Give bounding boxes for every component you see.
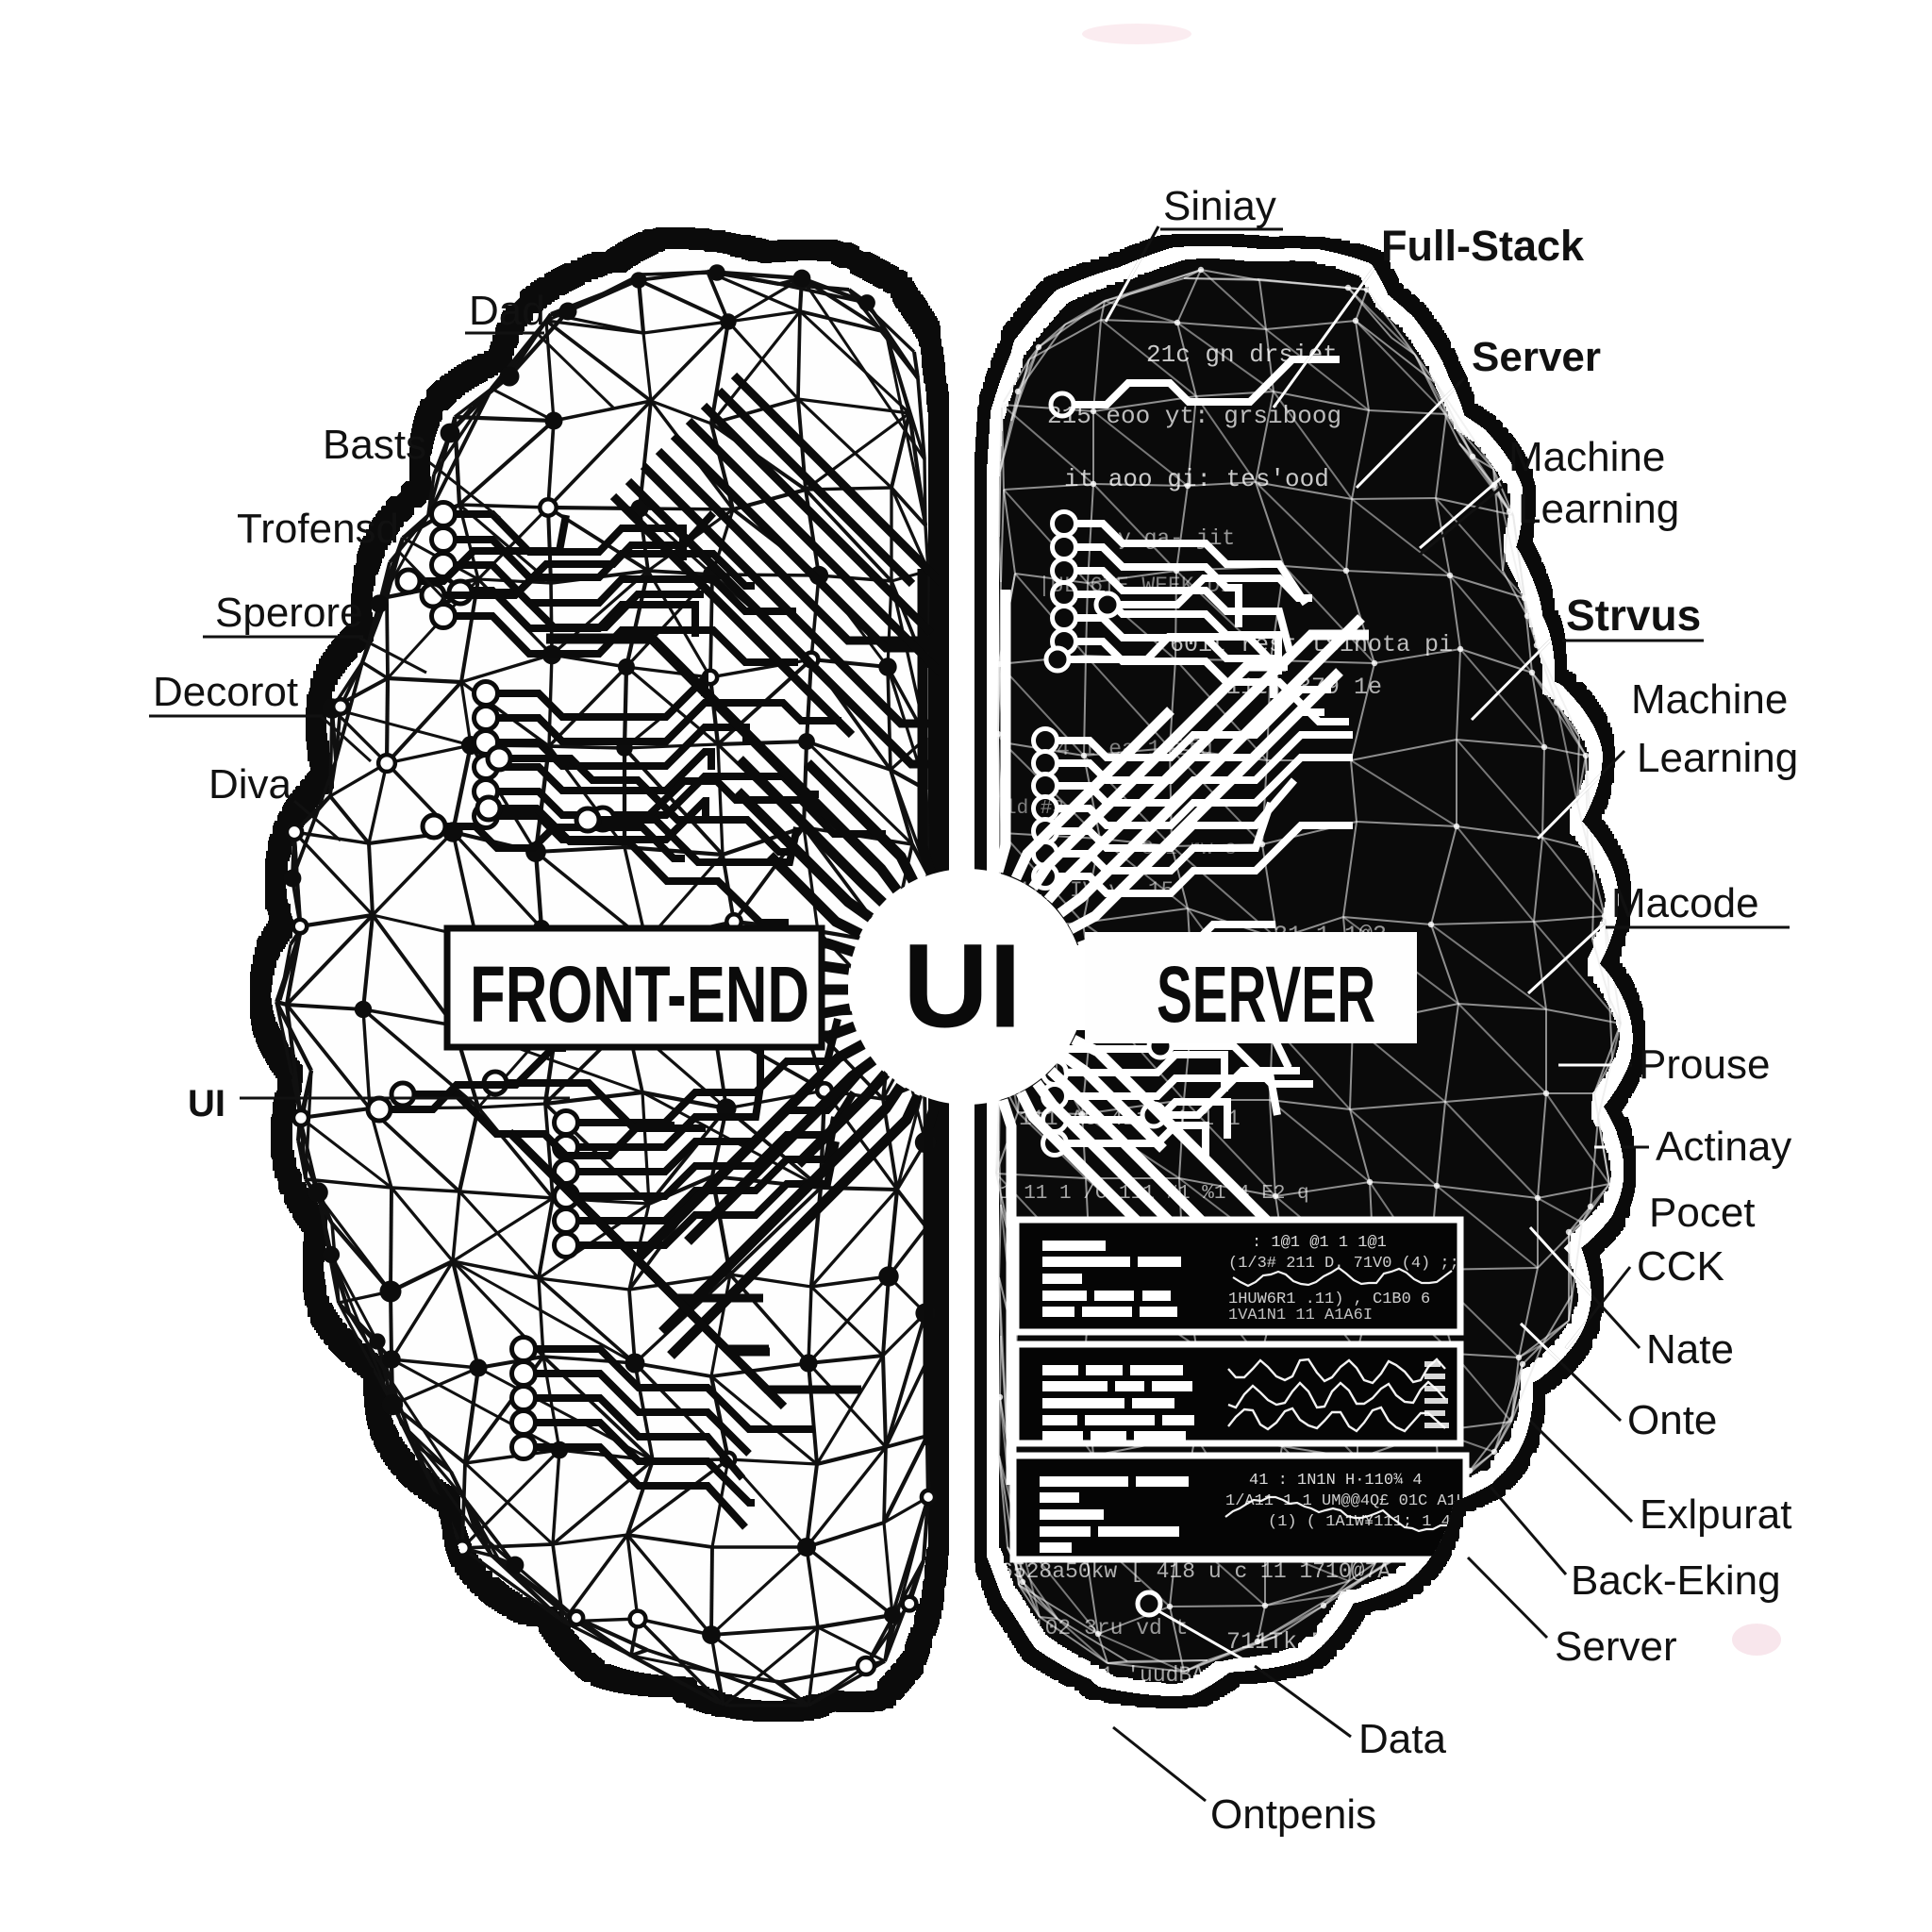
- svg-text:Nate: Nate: [1646, 1326, 1734, 1373]
- svg-text:Back-Eking: Back-Eking: [1571, 1557, 1781, 1604]
- svg-text:y ga- jit: y ga- jit: [1118, 526, 1235, 551]
- svg-text:CCK: CCK: [1637, 1243, 1724, 1290]
- svg-text:UI: UI: [903, 920, 1022, 1053]
- svg-text:11tj.379 1e: 11tj.379 1e: [1226, 674, 1382, 701]
- svg-text:215 eoo yt: grsiboog: 215 eoo yt: grsiboog: [1047, 402, 1341, 430]
- svg-text:21c gn drsiet: 21c gn drsiet: [1146, 341, 1338, 369]
- svg-text:Machine: Machine: [1631, 676, 1788, 723]
- svg-text:Strvus: Strvus: [1566, 591, 1701, 640]
- svg-text:60it rest tSinota pi: 60it rest tSinota pi: [1170, 631, 1453, 658]
- svg-text:Prouse: Prouse: [1639, 1041, 1770, 1088]
- svg-text:it aoo gi: tes'ood: it aoo gi: tes'ood: [1064, 465, 1329, 493]
- svg-text:1 11 1 /C 111 #1 %1 4 E2 q: 1 11 1 /C 111 #1 %1 4 E2 q: [1000, 1183, 1309, 1205]
- svg-text:Sperore: Sperore: [215, 590, 363, 636]
- svg-text:Exlpurat: Exlpurat: [1640, 1491, 1791, 1538]
- svg-text:Ontpenis: Ontpenis: [1210, 1791, 1376, 1838]
- svg-text:Decorot: Decorot: [153, 669, 298, 715]
- svg-text:Server: Server: [1555, 1624, 1677, 1670]
- svg-text:8 1 rw s: 8 1 rw s: [1141, 839, 1237, 860]
- svg-text:4 1 ea 1 ifg: 4 1 ea 1 ifg: [1057, 737, 1213, 761]
- svg-text:Siniay: Siniay: [1163, 183, 1276, 229]
- svg-text:111 AC 411 R1 1 1: 111 AC 411 R1 1 1: [1019, 1107, 1241, 1131]
- svg-text:Actinay: Actinay: [1656, 1124, 1791, 1170]
- svg-text:(1/3# 211 D. 71V0 (4) ;;: (1/3# 211 D. 71V0 (4) ;;: [1228, 1255, 1459, 1273]
- svg-text:Trofensd: Trofensd: [237, 506, 399, 552]
- svg-text:Macode: Macode: [1611, 880, 1759, 926]
- svg-text:Diva: Diva: [208, 761, 292, 808]
- svg-text:SERVER: SERVER: [1157, 950, 1375, 1039]
- svg-text:1/A11 1 1 UM@@4Q£ 01C A1UJA?(: 1/A11 1 1 UM@@4Q£ 01C A1UJA?(: [1225, 1492, 1505, 1510]
- svg-text:UI: UI: [188, 1083, 225, 1124]
- svg-text:6528a50kw [ 418 u c 11 1710@7A: 6528a50kw [ 418 u c 11 1710@7A: [1000, 1559, 1391, 1584]
- svg-text:Pocet: Pocet: [1649, 1190, 1756, 1236]
- svg-text:Dad: Dad: [469, 288, 545, 334]
- svg-text:Learning: Learning: [1637, 735, 1798, 781]
- svg-text:41 : 1N1N H·110¾ 4: 41 : 1N1N H·110¾ 4: [1249, 1472, 1423, 1490]
- svg-text:2102 3ru vd t: 2102 3ru vd t: [1019, 1616, 1188, 1641]
- svg-text:1HUW6R1 .11) , C1B0 6: 1HUW6R1 .11) , C1B0 6: [1228, 1291, 1430, 1308]
- svg-text:Full-Stack: Full-Stack: [1381, 222, 1585, 270]
- svg-text:Learning: Learning: [1518, 486, 1679, 532]
- svg-text:1VA1N1 11 A1A6I: 1VA1N1 11 A1A6I: [1228, 1307, 1373, 1324]
- svg-text:: 1@1 @1 1 1@1: : 1@1 @1 1 1@1: [1252, 1234, 1387, 1252]
- svg-text:|UL 6TE WEEK DI: |UL 6TE WEEK DI: [1038, 574, 1233, 598]
- svg-text:Data: Data: [1358, 1716, 1446, 1762]
- svg-text:Server: Server: [1472, 334, 1601, 380]
- svg-text:(1) ( 1A1W¥111; 1 4¥D: (1) ( 1A1W¥111; 1 4¥D: [1268, 1513, 1470, 1531]
- svg-text:Onte: Onte: [1627, 1397, 1717, 1443]
- svg-text:Basts: Basts: [323, 422, 426, 468]
- svg-text:FRONT-END: FRONT-END: [470, 950, 809, 1039]
- svg-text:Machine: Machine: [1508, 434, 1665, 480]
- svg-text:ld #3: ld #3: [1005, 798, 1064, 820]
